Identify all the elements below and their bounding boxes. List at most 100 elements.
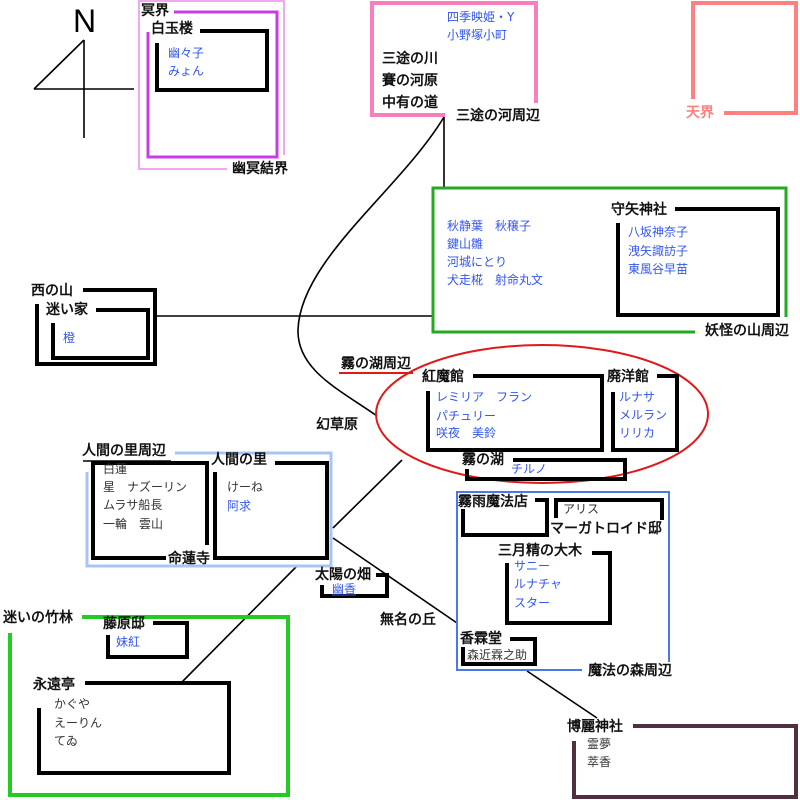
hakugyokurou-label: 白玉楼 [151, 21, 193, 37]
road-village-to-magic-forest [332, 537, 458, 624]
resident-name: 幽香 [332, 582, 357, 596]
resident-name: 秋静葉 秋穣子 [447, 219, 532, 233]
resident-name: パチュリー [436, 409, 497, 423]
resident-name: リリカ [619, 426, 656, 440]
moriya-shrine-label: 守矢神社 [611, 202, 667, 218]
moriya-shrine-box [616, 207, 780, 317]
resident-name: 咲夜 美鈴 [436, 426, 497, 440]
resident-name: 阿求 [227, 499, 252, 513]
resident-name: 橙 [63, 331, 76, 345]
kourindou-label: 香霖堂 [460, 631, 502, 647]
resident-name: 萃香 [587, 755, 612, 769]
resident-name: メルラン [619, 408, 668, 422]
eientei-label: 永遠亭 [33, 677, 75, 693]
meikai-label: 冥界 [141, 3, 169, 19]
sunflower-field-label: 太陽の畑 [315, 567, 371, 583]
lake-label: 霧の湖 [462, 452, 504, 468]
resident-name: 小野塚小町 [447, 28, 508, 42]
resident-name: 鍵山雛 [447, 237, 484, 251]
resident-name: サニー [514, 559, 551, 573]
compass-rose-icon [33, 39, 134, 138]
resident-name: スター [514, 596, 551, 610]
fujiwara-box [106, 621, 189, 659]
abandoned-mansion-label: 廃洋館 [607, 369, 649, 385]
resident-name: ルナサ [619, 390, 656, 404]
road-village-to-lake [332, 459, 403, 529]
place-label: 賽の河原 [382, 73, 438, 89]
three-fairies-tree-label: 三月精の大木 [498, 543, 582, 559]
misty-lake-border [375, 344, 709, 484]
resident-name: レミリア フラン [436, 390, 533, 404]
place-label: 三途の川 [382, 51, 438, 67]
magic-forest-border [456, 491, 670, 671]
resident-name: 幽々子 [168, 46, 205, 60]
youkai-mountain-border [431, 186, 788, 334]
village-border [85, 451, 333, 568]
tenkai-border [691, 1, 798, 115]
place-label: 中有の道 [382, 95, 438, 111]
myouren-temple-box [91, 461, 209, 560]
genso-meadow-label: 幻草原 [316, 417, 358, 433]
youkai-mountain-region-label: 妖怪の山周辺 [705, 323, 789, 339]
magic-forest-region-label: 魔法の森周辺 [588, 663, 672, 679]
margatroid-label: マーガトロイド邸 [550, 521, 662, 537]
west-mountain-box [35, 288, 157, 366]
resident-name: 東風谷早苗 [628, 262, 689, 276]
resident-name: てゐ [54, 734, 79, 748]
eientei-box [37, 681, 231, 775]
resident-name: 妹紅 [116, 635, 141, 649]
hakugyokurou-box [155, 29, 269, 92]
resident-name: ルナチャ [514, 577, 562, 591]
sunflower-field-box [320, 573, 389, 598]
kirisame-shop-box [461, 498, 549, 537]
west-mountain-label: 西の山 [31, 283, 73, 299]
human-village-label: 人間の里 [211, 452, 267, 468]
margatroid-box [554, 498, 664, 520]
resident-name: えーりん [54, 716, 103, 730]
compass-diagonal-line [33, 39, 85, 90]
resident-name: 八坂神奈子 [628, 225, 689, 239]
meikai-barrier-border [138, 0, 285, 170]
kourindou-box [461, 637, 537, 666]
sanzu-border [370, 1, 538, 117]
lake-box [465, 458, 627, 481]
resident-name: ムラサ船長 [103, 498, 163, 512]
tenkai-label: 天界 [686, 105, 714, 121]
resident-name: 犬走椛 射命丸文 [447, 273, 544, 287]
misty-lake-region-label: 霧の湖周辺 [341, 356, 411, 372]
kirisame-shop-label: 霧雨魔法店 [458, 494, 528, 510]
hakurei-shrine-box [572, 724, 798, 799]
fujiwara-label: 藤原邸 [103, 616, 145, 632]
resident-name: 一輪 雲山 [103, 517, 164, 531]
scarlet-mansion-box [426, 374, 604, 452]
resident-name: 霊夢 [587, 737, 612, 751]
sanzu-region-label: 三途の河周辺 [456, 108, 540, 124]
resident-name: けーね [227, 480, 264, 494]
hakurei-shrine-label: 博麗神社 [567, 719, 623, 735]
human-village-box [213, 461, 329, 560]
resident-name: 白蓮 [103, 462, 128, 476]
resident-name: アリス [563, 502, 600, 516]
nameless-hill-label: 無名の丘 [380, 612, 436, 628]
resident-name: かぐや [54, 697, 91, 711]
meikai-barrier-label: 幽冥結界 [232, 161, 288, 177]
road-kourindou-to-hakurei [526, 670, 598, 719]
resident-name: 河城にとり [447, 255, 508, 269]
mayoiga-box [51, 308, 150, 360]
resident-name: 洩矢諏訪子 [628, 244, 689, 258]
resident-name: みょん [168, 64, 205, 78]
bamboo-forest-region-label: 迷いの竹林 [3, 610, 73, 626]
abandoned-mansion-box [611, 374, 679, 452]
three-fairies-tree-box [505, 551, 612, 625]
compass-north-label: N [73, 3, 97, 39]
resident-name: 森近霖之助 [467, 648, 528, 662]
road-sanzu-to-lake [297, 116, 445, 417]
scarlet-mansion-label: 紅魔館 [422, 369, 464, 385]
resident-name: 四季映姫・Y [447, 10, 515, 24]
mayoiga-label: 迷い家 [46, 302, 88, 318]
resident-name: 星 ナズーリン [103, 480, 188, 494]
meikai-border [146, 10, 279, 159]
myouren-temple-label: 命蓮寺 [168, 551, 210, 567]
